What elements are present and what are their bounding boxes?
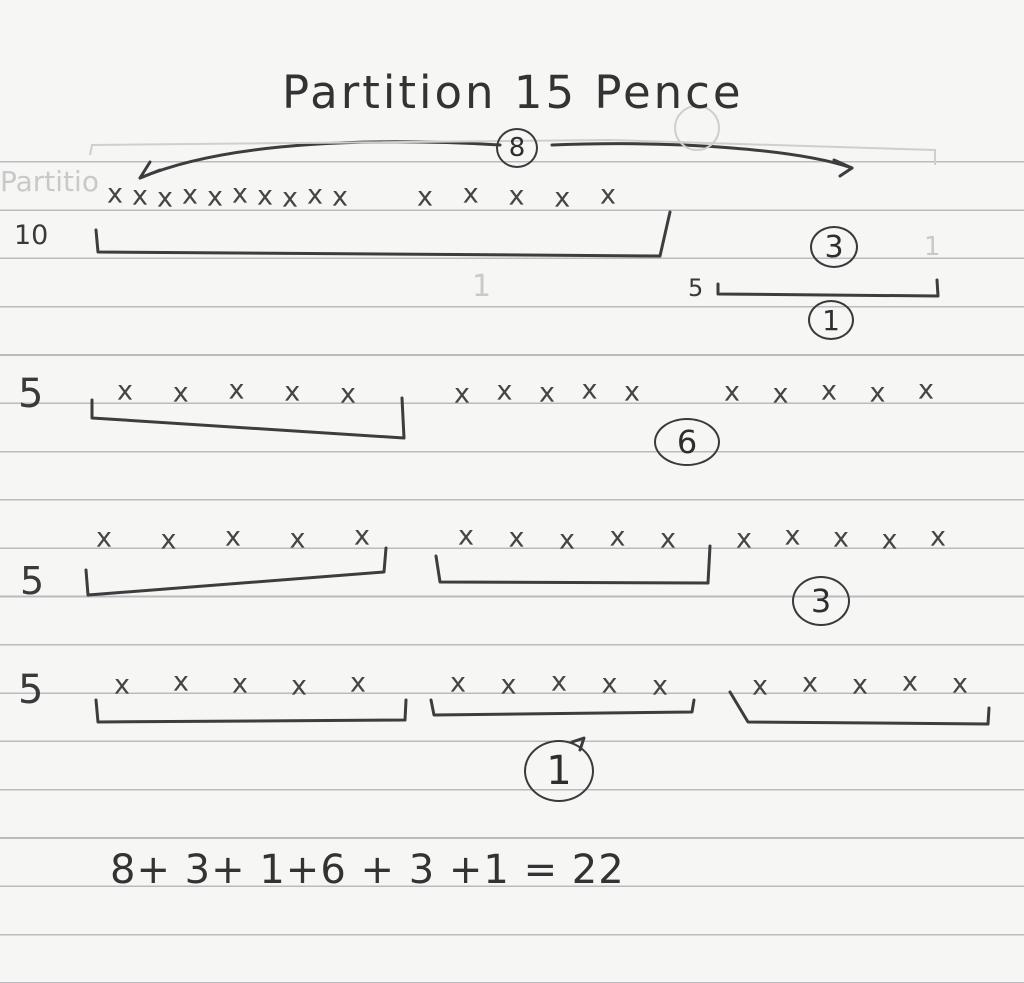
tally-x-mark: x [232,178,248,210]
arrow-swap-8-right [550,142,854,170]
tally-x-mark: x [772,378,789,410]
row-label: 5 [20,559,45,603]
bracket-row4-a [94,698,408,724]
tally-x-mark: x [284,376,301,408]
sum-equation: 8+ 3+ 1+6 + 3 +1 = 22 [110,847,625,893]
tally-x-mark: x [724,376,740,408]
tally-x-mark: x [307,179,323,211]
tally-x-mark: x [600,179,616,211]
tally-x-mark: x [559,524,575,556]
tally-x-mark: x [454,378,470,410]
bracket-row1-ten [94,210,672,258]
tally-x-mark: x [624,376,640,408]
bracket-row2-a [90,396,406,440]
tally-x-mark: x [902,666,918,698]
circled-count: 8 [496,128,538,168]
page-title: Partition 15 Pence [282,66,744,119]
tally-x-mark: x [417,181,433,213]
bracket-row4-b [429,698,696,717]
arrow-head-left [138,160,162,180]
tally-x-mark: x [173,666,189,698]
tally-x-mark: x [952,668,968,700]
tally-x-mark: x [833,522,849,554]
tally-x-mark: x [257,180,273,212]
tally-x-mark: x [784,520,801,552]
tally-x-mark: x [340,378,356,410]
arrow-swap-8 [138,140,502,180]
tally-x-mark: x [508,522,525,554]
bracket-row1-five [716,278,940,298]
tally-x-mark: x [930,521,946,553]
tally-x-mark: x [228,374,245,406]
circled-count: 6 [654,418,720,466]
arrow-head-right [832,158,854,178]
tally-x-mark: x [232,668,248,700]
tally-x-mark: x [132,180,148,212]
tally-x-mark: x [821,375,837,407]
faint-mark: 1 [924,232,941,262]
row-label: 10 [14,220,49,251]
circled-count: 1 [808,300,854,340]
tally-x-mark: x [652,670,668,702]
tally-x-mark: x [114,669,130,701]
tally-x-mark: x [450,667,466,699]
tally-x-mark: x [225,521,241,553]
tally-x-mark: x [350,667,366,699]
tally-x-mark: x [96,522,112,554]
tally-x-mark: x [160,524,177,556]
faint-margin-text: Partitio [0,165,99,198]
tally-x-mark: x [601,668,618,700]
tally-x-mark: x [736,523,752,555]
tally-x-mark: x [107,178,123,210]
bracket-row3-a [84,546,388,597]
tally-x-mark: x [207,181,223,213]
tally-x-mark: x [852,669,868,701]
tally-x-mark: x [282,182,298,214]
tally-x-mark: x [354,520,370,552]
tally-x-mark: x [660,523,676,555]
tally-x-mark: x [182,179,198,211]
tally-x-mark: x [802,667,818,699]
tally-x-mark: x [539,377,555,409]
tally-x-mark: x [551,666,567,698]
circled-count: 1 [524,740,594,802]
tally-x-mark: x [869,377,886,409]
tally-x-mark: x [609,521,626,553]
tally-x-mark: x [332,181,348,213]
tally-x-mark: x [172,377,189,409]
tally-x-mark: x [500,669,517,701]
tally-x-mark: x [496,375,513,407]
tally-x-mark: x [581,374,598,406]
tally-x-mark: x [117,375,133,407]
tally-x-mark: x [881,524,898,556]
row-label: 5 [18,371,44,417]
tally-x-mark: x [462,178,479,210]
tally-x-mark: x [508,180,525,212]
tally-x-mark: x [291,670,307,702]
circled-count: 3 [810,226,858,268]
tally-x-mark: x [157,182,173,214]
tally-x-mark: x [752,670,768,702]
tally-x-mark: x [458,520,474,552]
faint-mark: 1 [472,269,492,304]
row-label: 5 [18,667,44,713]
circled-count: 3 [792,576,850,626]
tally-x-mark: x [289,523,306,555]
tally-x-mark: x [918,374,934,406]
row-sub-label: 5 [688,274,704,302]
tally-x-mark: x [554,182,571,214]
